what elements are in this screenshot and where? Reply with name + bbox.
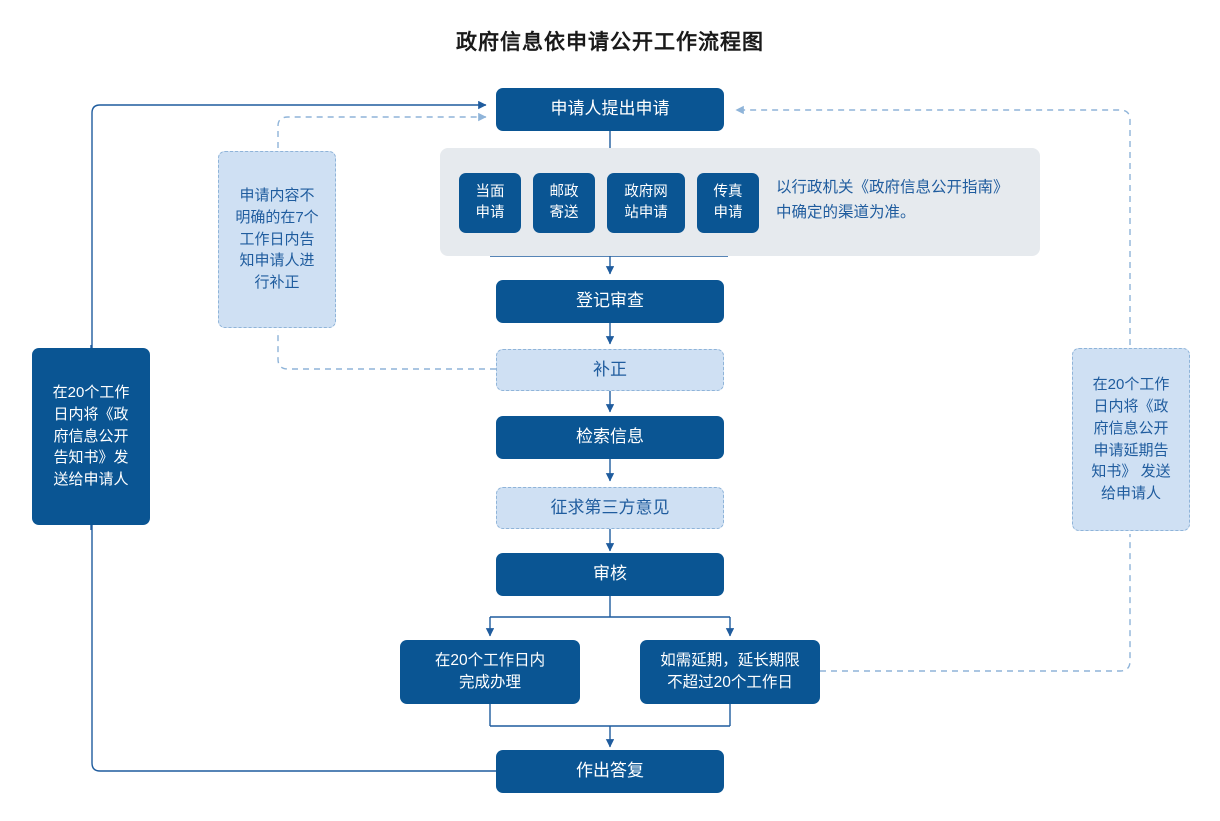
node-extension-within-20-days[interactable]: 如需延期，延长期限 不超过20个工作日: [640, 640, 820, 704]
node-channel-in-person[interactable]: 当面 申请: [459, 173, 521, 233]
node-finish-within-20-days[interactable]: 在20个工作日内 完成办理: [400, 640, 580, 704]
node-register-review[interactable]: 登记审查: [496, 280, 724, 323]
annotation-supplement-notice[interactable]: 申请内容不 明确的在7个 工作日内告 知申请人进 行补正: [218, 151, 336, 328]
node-supplement[interactable]: 补正: [496, 349, 724, 391]
node-channel-website[interactable]: 政府网 站申请: [607, 173, 685, 233]
annotation-disclosure-notice[interactable]: 在20个工作 日内将《政 府信息公开 告知书》发 送给申请人: [32, 348, 150, 525]
node-start[interactable]: 申请人提出申请: [496, 88, 724, 131]
node-third-party-opinion[interactable]: 征求第三方意见: [496, 487, 724, 529]
node-review[interactable]: 审核: [496, 553, 724, 596]
node-retrieve-info[interactable]: 检索信息: [496, 416, 724, 459]
page-title: 政府信息依申请公开工作流程图: [456, 31, 764, 54]
node-channel-postal[interactable]: 邮政 寄送: [533, 173, 595, 233]
annotation-extension-notice[interactable]: 在20个工作 日内将《政 府信息公开 申请延期告 知书》 发送 给申请人: [1072, 348, 1190, 531]
node-channel-fax[interactable]: 传真 申请: [697, 173, 759, 233]
node-make-reply[interactable]: 作出答复: [496, 750, 724, 793]
channel-note: 以行政机关《政府信息公开指南》 中确定的渠道为准。: [776, 179, 1009, 221]
